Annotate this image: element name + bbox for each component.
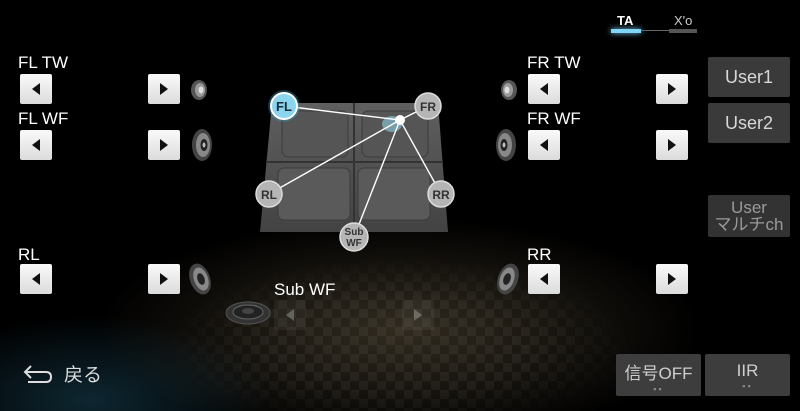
fr-wf-decrease-button[interactable]	[528, 130, 560, 160]
fl-tw-decrease-button[interactable]	[20, 74, 52, 104]
user-multi-line2: マルチch	[714, 215, 784, 234]
signal-off-label: 信号OFF	[624, 363, 693, 383]
switch-track	[641, 30, 669, 31]
rl-increase-button[interactable]	[148, 264, 180, 294]
listening-point	[395, 115, 405, 125]
node-fr-label: FR	[420, 100, 436, 114]
user-multi-ch-button[interactable]: User マルチch	[708, 195, 790, 237]
node-sub-wf[interactable]: Sub WF	[339, 222, 369, 252]
fr-tw-increase-button[interactable]	[656, 74, 688, 104]
iir-label: IIR	[736, 361, 759, 380]
sub-wf-decrease-button[interactable]	[274, 300, 306, 330]
label-sub-wf: Sub WF	[274, 280, 336, 299]
woofer-icon	[189, 263, 211, 295]
arrow-left-icon	[32, 273, 40, 285]
arrow-right-icon	[160, 139, 168, 151]
label-fr-tw: FR TW	[527, 53, 581, 72]
signal-off-button[interactable]: 信号OFF ▪▪	[616, 354, 701, 396]
node-rr-label: RR	[432, 188, 450, 202]
ta-label: TA	[617, 13, 634, 28]
arrow-right-icon	[668, 139, 676, 151]
label-fl-tw: FL TW	[18, 53, 69, 72]
woofer-icon	[496, 129, 516, 161]
arrow-right-icon	[414, 309, 422, 321]
label-rr: RR	[527, 245, 552, 264]
arrow-left-icon	[286, 309, 294, 321]
node-sub-label: Sub	[345, 227, 364, 238]
rr-decrease-button[interactable]	[528, 264, 560, 294]
woofer-icon	[497, 263, 519, 295]
ta-indicator	[611, 29, 641, 33]
woofer-icon	[192, 129, 212, 161]
ta-xo-switch[interactable]: TA X'o	[608, 10, 703, 36]
node-fl-label: FL	[276, 99, 292, 114]
iir-indicator: ▪▪	[742, 381, 753, 391]
back-button[interactable]: 戻る	[22, 360, 102, 387]
node-fl[interactable]: FL	[268, 90, 300, 122]
xo-label: X'o	[674, 13, 693, 28]
fr-tw-decrease-button[interactable]	[528, 74, 560, 104]
back-arrow-icon	[23, 364, 53, 383]
arrow-left-icon	[32, 139, 40, 151]
arrow-left-icon	[32, 83, 40, 95]
back-label: 戻る	[64, 364, 103, 386]
arrow-right-icon	[160, 273, 168, 285]
fr-wf-increase-button[interactable]	[656, 130, 688, 160]
node-fr[interactable]: FR	[414, 92, 442, 120]
tweeter-icon	[501, 80, 517, 100]
signal-off-indicator: ▪▪	[653, 383, 664, 394]
iir-button[interactable]: IIR ▪▪	[705, 354, 790, 396]
tweeter-icon	[191, 80, 207, 100]
arrow-left-icon	[540, 83, 548, 95]
xo-indicator	[669, 29, 697, 33]
fl-tw-increase-button[interactable]	[148, 74, 180, 104]
rl-decrease-button[interactable]	[20, 264, 52, 294]
arrow-left-icon	[540, 273, 548, 285]
subwoofer-icon	[225, 301, 271, 325]
label-rl: RL	[18, 245, 40, 264]
arrow-left-icon	[540, 139, 548, 151]
arrow-right-icon	[668, 83, 676, 95]
label-fr-wf: FR WF	[527, 109, 581, 128]
rr-increase-button[interactable]	[656, 264, 688, 294]
arrow-right-icon	[668, 273, 676, 285]
arrow-right-icon	[160, 83, 168, 95]
node-wf-label: WF	[346, 238, 362, 249]
user-multi-line1: User	[731, 198, 767, 217]
node-rl-label: RL	[261, 188, 277, 202]
car-seats	[260, 103, 448, 232]
listening-lines	[268, 105, 442, 238]
user1-button[interactable]: User1	[708, 57, 790, 97]
node-rr[interactable]: RR	[427, 180, 455, 208]
node-rl[interactable]: RL	[255, 180, 283, 208]
background-checker	[80, 255, 720, 411]
label-fl-wf: FL WF	[18, 109, 69, 128]
fl-wf-increase-button[interactable]	[148, 130, 180, 160]
sub-wf-increase-button[interactable]	[402, 300, 434, 330]
user2-button[interactable]: User2	[708, 103, 790, 143]
fl-wf-decrease-button[interactable]	[20, 130, 52, 160]
